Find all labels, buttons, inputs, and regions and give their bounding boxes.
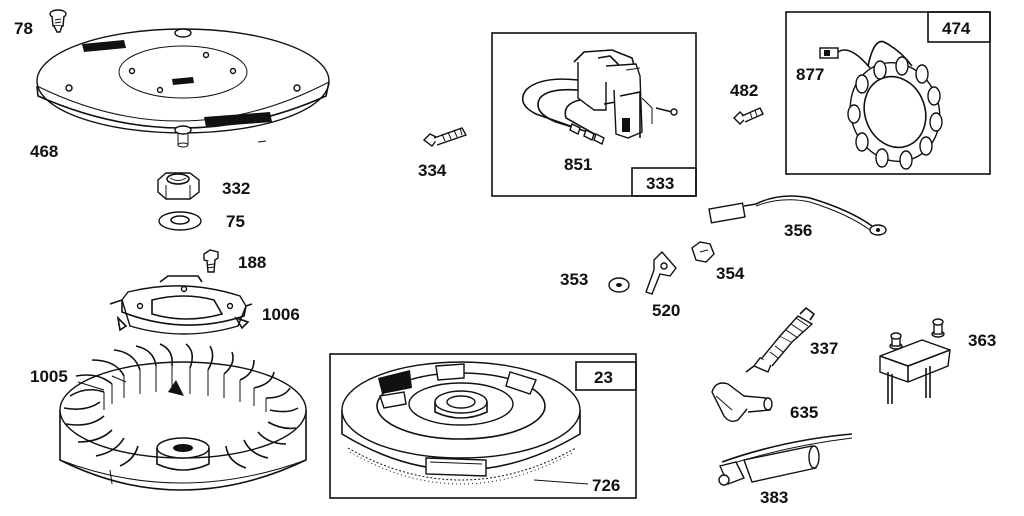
part-726-flywheel (341, 361, 581, 485)
part-334-bolt (422, 127, 468, 147)
label-334: 334 (418, 161, 447, 180)
label-353: 353 (560, 270, 588, 289)
part-363-bracket (879, 318, 951, 404)
label-363: 363 (968, 331, 996, 350)
part-337-sparkplug (745, 306, 816, 373)
label-520: 520 (652, 301, 680, 320)
part-353-washer (608, 277, 630, 293)
part-356-wire (708, 195, 887, 236)
part-354-nut (691, 241, 715, 263)
part-851-armature (521, 49, 678, 145)
label-877: 877 (796, 65, 824, 84)
label-468: 468 (30, 142, 58, 161)
box-23 (329, 353, 637, 499)
label-474: 474 (942, 19, 971, 38)
leader-lines (77, 375, 589, 485)
part-383-clip (718, 433, 853, 486)
label-1005: 1005 (30, 367, 68, 386)
label-354: 354 (716, 264, 745, 283)
label-78: 78 (14, 19, 33, 38)
label-356: 356 (784, 221, 812, 240)
part-188-bolt (203, 249, 219, 273)
label-188: 188 (238, 253, 266, 272)
part-635-boot (711, 382, 773, 423)
label-333: 333 (646, 174, 674, 193)
label-635: 635 (790, 403, 818, 422)
part-75-washer (158, 211, 202, 231)
part-78-screw (49, 9, 67, 33)
label-383: 383 (760, 488, 788, 507)
part-877-alternator (819, 40, 943, 170)
label-1006: 1006 (262, 305, 300, 324)
label-851: 851 (564, 155, 592, 174)
label-726: 726 (592, 476, 620, 495)
label-75: 75 (226, 212, 245, 231)
label-332: 332 (222, 179, 250, 198)
part-468-plate (36, 28, 330, 148)
box-333 (491, 32, 697, 197)
label-23: 23 (594, 368, 613, 387)
box-474 (785, 11, 991, 175)
part-332-nut (157, 172, 200, 200)
part-1006-retainer (109, 275, 253, 335)
part-1005-fan (59, 343, 307, 491)
part-482-screw (733, 107, 764, 125)
label-337: 337 (810, 339, 838, 358)
label-482: 482 (730, 81, 758, 100)
part-labels: 78 468 332 75 188 1006 1005 334 851 333 … (14, 19, 996, 507)
part-520-bracket (645, 250, 677, 295)
